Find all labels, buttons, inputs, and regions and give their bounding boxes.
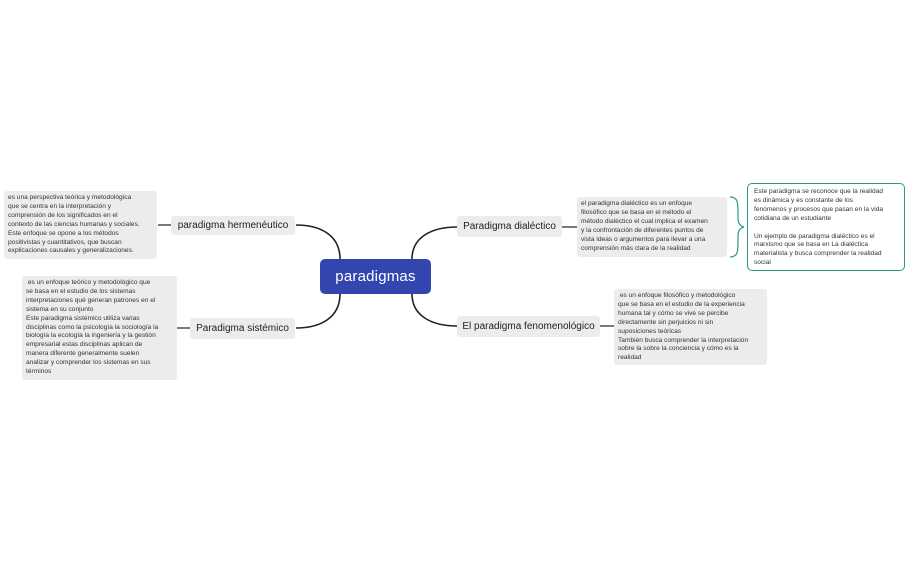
topic-fenomenologico[interactable]: El paradigma fenomenológico (457, 316, 600, 337)
note-sistemico[interactable]: es un enfoque teórico y metodológico que… (22, 276, 177, 380)
connector-hermeneutico (295, 224, 341, 260)
note-dialectico[interactable]: el paradigma dialéctico es un enfoque fi… (577, 197, 727, 257)
connector-fenomenologico (411, 293, 458, 327)
note-fenomenologico[interactable]: es un enfoque filosófico y metodológico … (614, 289, 767, 365)
topic-dialectico[interactable]: Paradigma dialéctico (457, 216, 562, 237)
note-hermeneutico[interactable]: es una perspectiva teórica y metodológic… (4, 191, 157, 259)
connector-dialectico (411, 226, 458, 260)
topic-sistemico[interactable]: Paradigma sistémico (190, 318, 295, 339)
connector-sistemico (295, 293, 341, 329)
topic-hermeneutico[interactable]: paradigma hermenéutico (171, 216, 295, 235)
summary-dialectico[interactable]: Este paradigma se reconoce que la realid… (747, 183, 905, 271)
central-topic[interactable]: paradigmas (320, 259, 431, 294)
summary-brace (729, 196, 745, 258)
